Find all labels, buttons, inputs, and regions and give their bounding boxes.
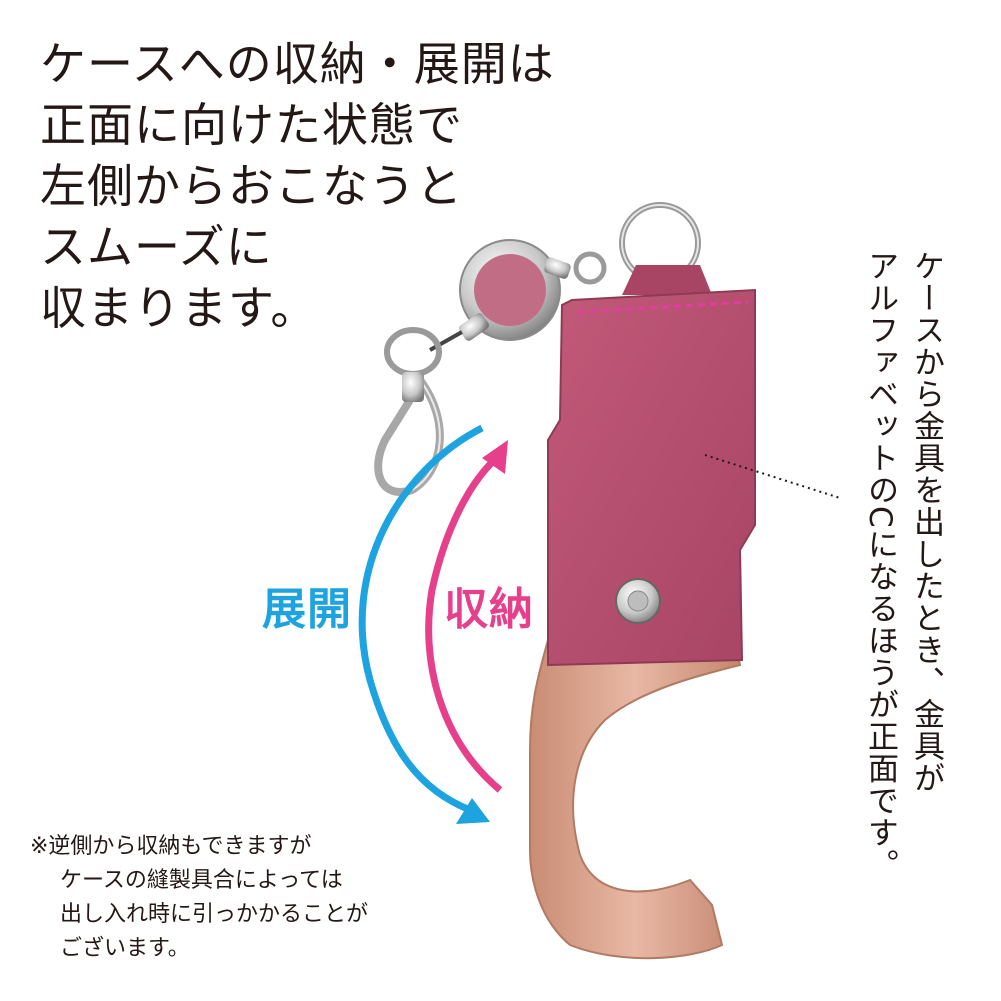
side-note-col2: アルファベットのCになるほうが正面です。 (862, 250, 898, 881)
main-message: ケースへの収納・展開は 正面に向けた状態で 左側からおこなうと スムーズに 収ま… (40, 34, 555, 339)
store-label: 収納 (444, 584, 534, 635)
metal-hook (529, 639, 742, 960)
footnote-line-4: ございます。 (60, 936, 190, 961)
badge-reel (458, 239, 571, 341)
open-label: 展開 (262, 584, 352, 635)
footnote-line-2: ケースの縫製具合によっては (60, 868, 343, 893)
main-line-1: ケースへの収納・展開は (40, 37, 555, 91)
side-note-col1: ケースから金具を出したとき、金具が (908, 250, 944, 794)
main-line-5: 収まります。 (40, 281, 318, 335)
store-arrow (425, 440, 508, 793)
main-line-4: スムーズに (40, 220, 273, 274)
footnote: ※逆側から収納もできますが ケースの縫製具合によっては 出し入れ時に引っかかるこ… (30, 830, 368, 966)
open-arrow (358, 424, 490, 824)
footnote-line-1: ※逆側から収納もできますが (30, 834, 312, 859)
leather-case (547, 265, 756, 667)
footnote-line-3: 出し入れ時に引っかかることが (60, 902, 369, 927)
small-ring (573, 251, 607, 285)
main-line-3: 左側からおこなうと (40, 159, 463, 213)
main-line-2: 正面に向けた状態で (40, 98, 463, 152)
